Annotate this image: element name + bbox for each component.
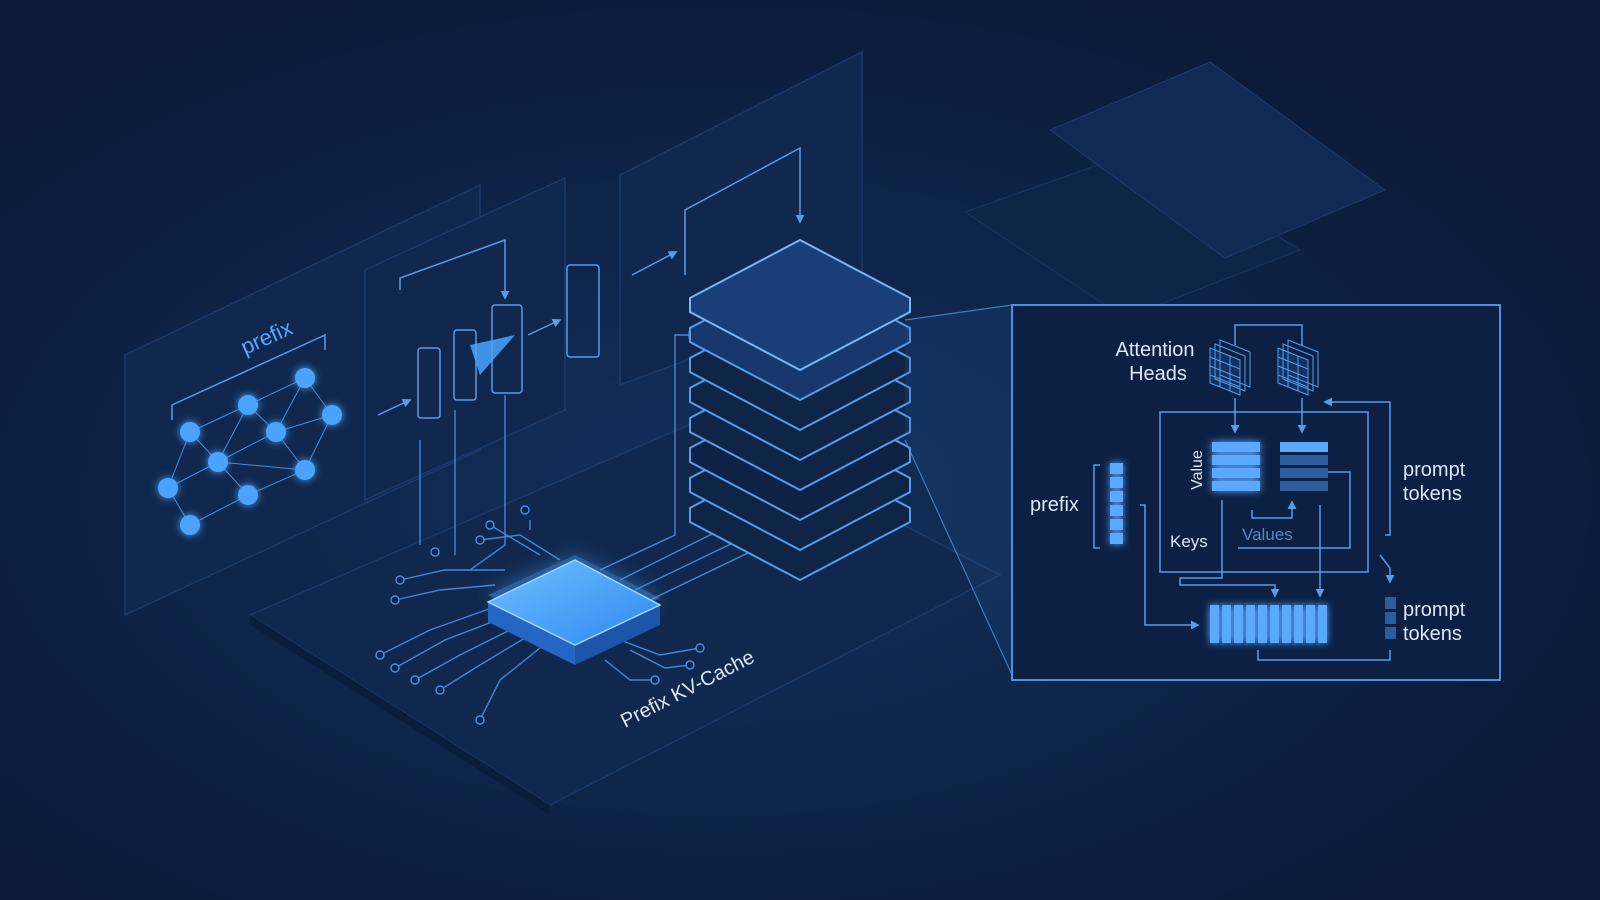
prefix-token-column bbox=[1110, 463, 1123, 544]
keys-label: Keys bbox=[1170, 532, 1208, 551]
attention-head-grid-2 bbox=[1277, 339, 1319, 396]
prompt-tokens-lower-line1: prompt bbox=[1403, 599, 1466, 621]
attention-detail-panel: Attention Heads Value Keys Values prefix… bbox=[1011, 304, 1501, 681]
zoom-prefix-label: prefix bbox=[1030, 494, 1079, 516]
attention-heads-label-line2: Heads bbox=[1129, 363, 1187, 385]
kv-cache-chip bbox=[486, 555, 662, 665]
prompt-tokens-lower-line2: tokens bbox=[1403, 623, 1462, 645]
floating-plates bbox=[963, 61, 1387, 319]
flow-panel-middle bbox=[364, 176, 600, 502]
value-matrix-dim bbox=[1280, 442, 1328, 491]
value-matrix-bright bbox=[1212, 442, 1260, 491]
combined-token-row bbox=[1210, 605, 1327, 643]
prompt-token-column bbox=[1385, 597, 1396, 639]
circuit-pads bbox=[375, 505, 705, 725]
circuit-traces bbox=[379, 330, 751, 721]
attention-head-grid-1 bbox=[1209, 339, 1251, 396]
cache-stack bbox=[689, 238, 911, 582]
prompt-tokens-upper-line2: tokens bbox=[1403, 483, 1462, 505]
values-label: Values bbox=[1242, 525, 1293, 544]
zoom-projection bbox=[905, 305, 1012, 675]
attention-heads-label-line1: Attention bbox=[1116, 339, 1195, 361]
value-label: Value bbox=[1189, 450, 1206, 490]
prompt-tokens-upper-line1: prompt bbox=[1403, 459, 1466, 481]
